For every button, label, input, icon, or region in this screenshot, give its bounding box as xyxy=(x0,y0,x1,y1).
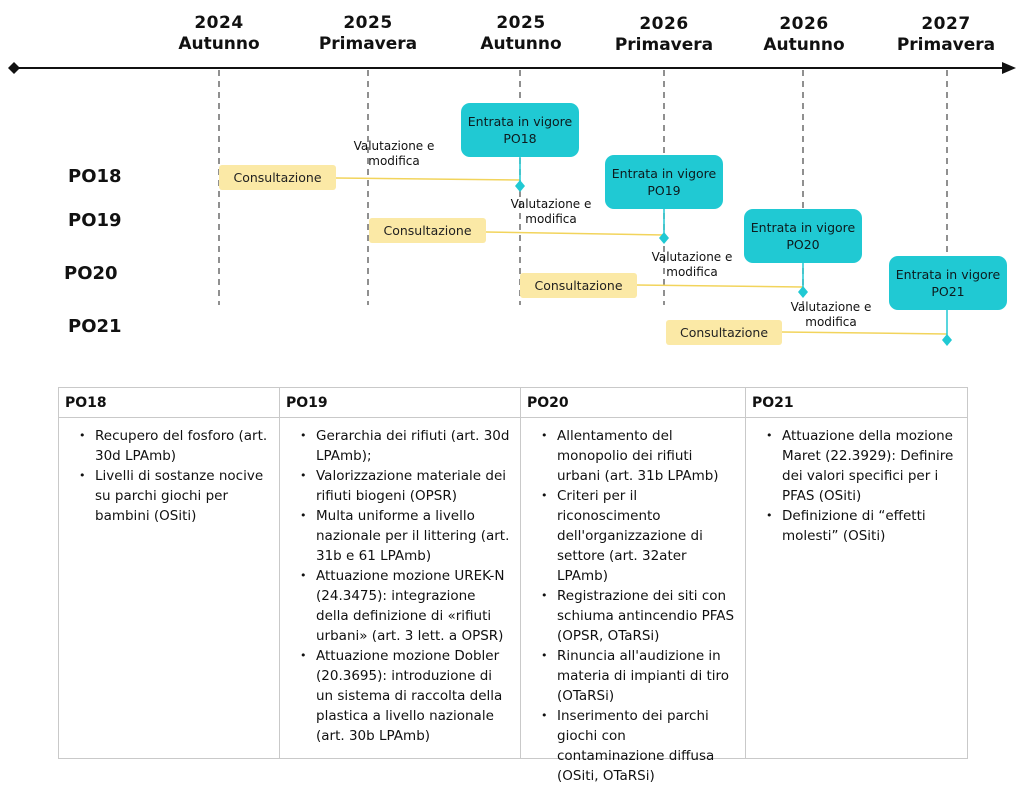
table-column-po19: PO19 Gerarchia dei rifiuti (art. 30d LPA… xyxy=(280,388,521,758)
list-item: Gerarchia dei rifiuti (art. 30d LPAmb); xyxy=(300,426,512,466)
list-item: Attuazione mozione Dobler (20.3695): int… xyxy=(300,646,512,746)
consultation-box-po18: Consultazione xyxy=(219,165,336,190)
row-label-po19: PO19 xyxy=(68,210,122,231)
list-item: Valorizzazione materiale dei rifiuti bio… xyxy=(300,466,512,506)
table-column-po21: PO21 Attuazione della mozione Maret (22.… xyxy=(746,388,967,758)
list-item: Recupero del fosforo (art. 30d LPAmb) xyxy=(79,426,271,466)
consultation-box-po21: Consultazione xyxy=(666,320,782,345)
table-column-po18: PO18 Recupero del fosforo (art. 30d LPAm… xyxy=(59,388,280,758)
timeline-arrowhead xyxy=(1002,62,1016,74)
measure-list: Gerarchia dei rifiuti (art. 30d LPAmb); … xyxy=(280,426,520,746)
timeline-graphic xyxy=(8,62,1016,346)
table-header: PO19 xyxy=(280,388,520,418)
list-item: Attuazione della mozione Maret (22.3929)… xyxy=(766,426,959,506)
consultation-box-po20: Consultazione xyxy=(520,273,637,298)
evaluation-note-1: Valutazione e modifica xyxy=(353,139,435,168)
list-item: Inserimento dei parchi giochi con contam… xyxy=(541,706,737,786)
measure-list: Recupero del fosforo (art. 30d LPAmb) Li… xyxy=(59,426,279,526)
measure-list: Allentamento del monopolio dei rifiuti u… xyxy=(521,426,745,786)
list-item: Attuazione mozione UREK-N (24.3475): int… xyxy=(300,566,512,646)
list-item: Criteri per il riconoscimento dell'organ… xyxy=(541,486,737,586)
table-header: PO20 xyxy=(521,388,745,418)
list-item: Definizione di “effetti molesti” (OSiti) xyxy=(766,506,959,546)
table-header: PO21 xyxy=(746,388,967,418)
evaluation-note-3: Valutazione e modifica xyxy=(651,250,733,279)
entry-stems xyxy=(519,156,948,340)
evaluation-note-2: Valutazione e modifica xyxy=(510,197,592,226)
list-item: Multa uniforme a livello nazionale per i… xyxy=(300,506,512,566)
list-item: Registrazione dei siti con schiuma antin… xyxy=(541,586,737,646)
table-column-po20: PO20 Allentamento del monopolio dei rifi… xyxy=(521,388,746,784)
evaluation-note-4: Valutazione e modifica xyxy=(790,300,872,329)
list-item: Livelli di sostanze nocive su parchi gio… xyxy=(79,466,271,526)
row-label-po20: PO20 xyxy=(64,263,118,284)
timeline-start-diamond xyxy=(8,62,20,74)
phase-connectors xyxy=(335,177,948,335)
consultation-box-po19: Consultazione xyxy=(369,218,486,243)
measures-table: PO18 Recupero del fosforo (art. 30d LPAm… xyxy=(58,387,968,784)
measure-list: Attuazione della mozione Maret (22.3929)… xyxy=(746,426,967,546)
table-header: PO18 xyxy=(59,388,279,418)
row-label-po21: PO21 xyxy=(68,316,122,337)
row-label-po18: PO18 xyxy=(68,166,122,187)
list-item: Rinuncia all'audizione in materia di imp… xyxy=(541,646,737,706)
list-item: Allentamento del monopolio dei rifiuti u… xyxy=(541,426,737,486)
entry-diamonds xyxy=(515,180,952,346)
